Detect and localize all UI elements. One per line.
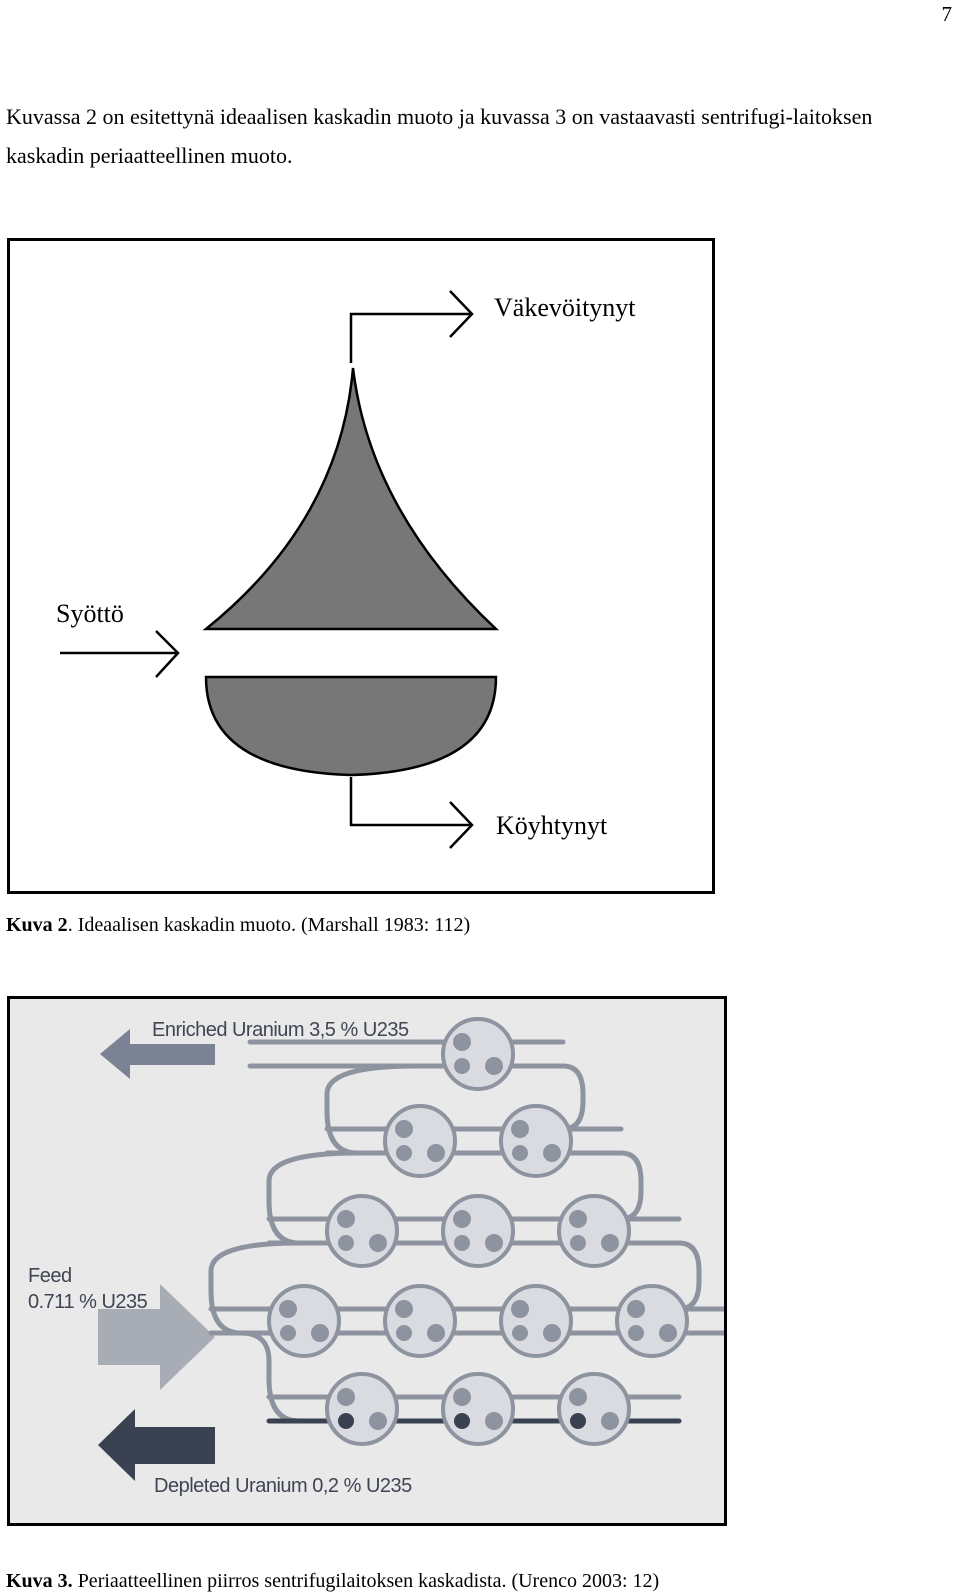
figure3-caption-text: Periaatteellinen piirros sentrifugilaito… <box>72 1570 660 1592</box>
centrifuge-port-dot <box>543 1324 561 1342</box>
centrifuge-port-dot <box>427 1324 445 1342</box>
label-enriched: Väkevöitynyt <box>494 293 636 322</box>
stripping-section-shape <box>204 675 498 777</box>
centrifuge-stage <box>615 1284 689 1358</box>
centrifuge-port-dot <box>659 1324 677 1342</box>
cascade-stages <box>267 1017 689 1446</box>
centrifuge-port-dot <box>337 1388 355 1406</box>
centrifuge-port-dot <box>311 1324 329 1342</box>
label-feed-line2: 0.711 % U235 <box>28 1291 148 1313</box>
centrifuge-port-dot <box>453 1210 471 1228</box>
enriching-section-shape <box>202 367 500 631</box>
centrifuge-stage <box>325 1194 399 1268</box>
cascade-loop-right <box>562 1063 586 1132</box>
figure2-caption-number: Kuva 2 <box>6 914 68 936</box>
centrifuge-port-dot <box>369 1412 387 1430</box>
page-number: 7 <box>941 2 953 26</box>
enriched-outlet-line <box>349 312 470 363</box>
centrifuge-port-dot <box>280 1325 296 1341</box>
centrifuge-port-dot <box>511 1300 529 1318</box>
centrifuge-port-dot <box>395 1120 413 1138</box>
cascade-loop-right <box>620 1150 644 1222</box>
centrifuge-stage <box>383 1284 457 1358</box>
cascade-loop-left <box>240 1330 300 1424</box>
centrifuge-port-dot <box>453 1033 471 1051</box>
centrifuge-port-dot <box>601 1412 619 1430</box>
centrifuge-stage <box>557 1372 631 1446</box>
figure-centrifuge-cascade: Enriched Uranium 3,5 % U235 Feed 0.711 %… <box>7 996 727 1526</box>
label-depleted: Köyhtynyt <box>496 811 608 840</box>
centrifuge-port-dot <box>454 1058 470 1074</box>
centrifuge-port-dot <box>511 1120 529 1138</box>
label-enriched-uranium: Enriched Uranium 3,5 % U235 <box>152 1019 409 1041</box>
centrifuge-stage <box>499 1104 573 1178</box>
centrifuge-port-dot <box>338 1235 354 1251</box>
centrifuge-stage <box>441 1017 515 1091</box>
centrifuge-stage <box>383 1104 457 1178</box>
depleted-arrow-head <box>449 801 474 849</box>
depleted-output-arrow <box>98 1409 215 1481</box>
feed-arrow-head <box>155 630 180 678</box>
centrifuge-stage <box>499 1284 573 1358</box>
centrifuge-port-dot <box>569 1210 587 1228</box>
centrifuge-port-dot <box>569 1388 587 1406</box>
label-depleted-uranium: Depleted Uranium 0,2 % U235 <box>154 1475 412 1497</box>
centrifuge-cascade-diagram <box>98 1017 724 1481</box>
centrifuge-port-dot <box>543 1144 561 1162</box>
centrifuge-stage <box>441 1194 515 1268</box>
centrifuge-port-dot <box>396 1325 412 1341</box>
centrifuge-port-dot <box>337 1210 355 1228</box>
centrifuge-port-dot <box>512 1145 528 1161</box>
cascade-loop-left <box>208 1240 300 1336</box>
centrifuge-port-dot <box>570 1413 586 1429</box>
centrifuge-port-dot <box>427 1144 445 1162</box>
centrifuge-port-dot <box>396 1145 412 1161</box>
figure2-caption-text: . Ideaalisen kaskadin muoto. (Marshall 1… <box>67 914 471 936</box>
centrifuge-port-dot <box>454 1235 470 1251</box>
figure-ideal-cascade: Väkevöitynyt Syöttö Köyhtynyt <box>7 238 715 894</box>
enriched-output-arrow <box>100 1029 215 1079</box>
cascade-loop-right <box>678 1240 702 1312</box>
figure3-caption: Kuva 3. Periaatteellinen piirros sentrif… <box>6 1570 659 1593</box>
centrifuge-port-dot <box>628 1325 644 1341</box>
centrifuge-port-dot <box>338 1413 354 1429</box>
centrifuge-stage <box>441 1372 515 1446</box>
feed-input-arrow <box>98 1284 215 1390</box>
centrifuge-port-dot <box>369 1234 387 1252</box>
depleted-outlet-line <box>349 777 470 827</box>
centrifuge-port-dot <box>279 1300 297 1318</box>
centrifuge-stage <box>325 1372 399 1446</box>
figure2-caption: Kuva 2. Ideaalisen kaskadin muoto. (Mars… <box>6 914 470 937</box>
intro-paragraph: Kuvassa 2 on esitettynä ideaalisen kaska… <box>6 104 873 168</box>
centrifuge-port-dot <box>453 1388 471 1406</box>
centrifuge-port-dot <box>485 1057 503 1075</box>
ideal-cascade-diagram <box>60 290 500 849</box>
centrifuge-port-dot <box>570 1235 586 1251</box>
centrifuge-port-dot <box>485 1234 503 1252</box>
centrifuge-port-dot <box>454 1413 470 1429</box>
centrifuge-stage <box>267 1284 341 1358</box>
label-feed-line1: Feed <box>28 1265 72 1287</box>
cascade-loop-left <box>266 1150 358 1246</box>
centrifuge-port-dot <box>627 1300 645 1318</box>
centrifuge-port-dot <box>485 1412 503 1430</box>
centrifuge-port-dot <box>512 1325 528 1341</box>
cascade-loop-left <box>324 1063 416 1156</box>
figure3-caption-number: Kuva 3. <box>6 1570 73 1592</box>
enriched-arrow-head <box>449 290 474 338</box>
centrifuge-port-dot <box>601 1234 619 1252</box>
label-feed: Syöttö <box>56 599 124 628</box>
centrifuge-stage <box>557 1194 631 1268</box>
centrifuge-port-dot <box>395 1300 413 1318</box>
